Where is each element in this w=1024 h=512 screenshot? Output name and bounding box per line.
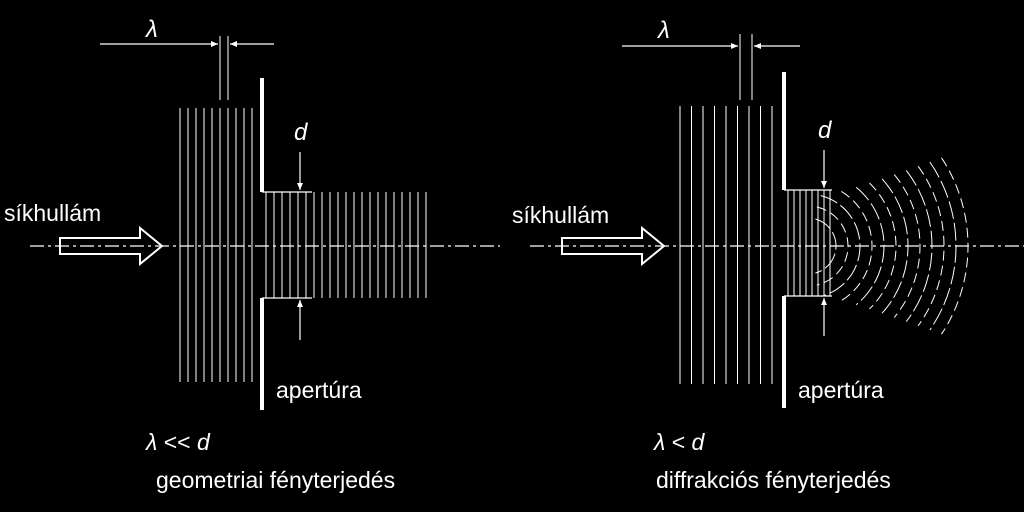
relation-label-left: λ << d xyxy=(144,429,211,455)
plane-wave-label-right: síkhullám xyxy=(512,202,609,228)
plane-wave-arrow-left xyxy=(59,225,164,267)
diffracted-wavefront-arc xyxy=(941,157,969,335)
incoming-wavefronts-left xyxy=(179,108,253,382)
transmitted-wavefronts-left xyxy=(265,192,427,298)
diffracted-wavefront-arc xyxy=(893,174,921,318)
aperture-label-right: apertúra xyxy=(798,377,884,403)
incoming-wavefronts-right xyxy=(679,106,773,384)
diffracted-wavefront-arc xyxy=(855,186,885,306)
right-panel: λ d síkhullám apertúra λ < d diffrakciós… xyxy=(512,17,1024,493)
d-label-left: d xyxy=(294,119,308,146)
lambda-label-left: λ xyxy=(144,16,158,43)
plane-wave-label-left: síkhullám xyxy=(4,200,101,226)
caption-right: diffrakciós fényterjedés xyxy=(656,467,891,493)
diffracted-wavefront-arc xyxy=(820,195,861,297)
diffracted-wavefront-arc xyxy=(841,190,873,302)
left-panel: λ d síkhullám apertúra λ << d geometriai… xyxy=(4,16,500,493)
diffracted-wavefront-arc xyxy=(881,178,909,314)
diffracted-wavefront-arc xyxy=(917,165,945,327)
diffracted-wavefront-arc xyxy=(815,218,837,274)
relation-label-right: λ < d xyxy=(652,429,706,455)
diffracted-wavefront-arc xyxy=(905,170,933,322)
aperture-label-left: apertúra xyxy=(276,377,362,403)
plane-wave-arrow-right xyxy=(561,225,666,267)
diffracted-wavefront-arc xyxy=(869,182,897,310)
diffracted-wavefront-arc xyxy=(929,161,957,331)
aperture-wavefronts-right xyxy=(787,190,831,296)
diffracted-wavefronts-right xyxy=(815,157,969,335)
diffracted-wavefront-arc xyxy=(816,206,849,286)
caption-left: geometriai fényterjedés xyxy=(156,467,395,493)
d-label-right: d xyxy=(818,117,832,144)
lambda-label-right: λ xyxy=(656,17,670,44)
